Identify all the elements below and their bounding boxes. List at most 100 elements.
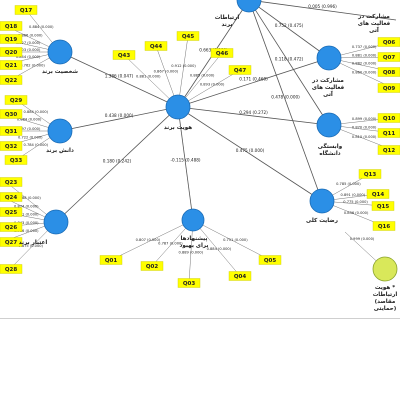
loading-line-q04	[192, 219, 241, 277]
indicator-q27	[0, 237, 23, 247]
indicator-q09	[377, 83, 400, 93]
loading-label: 0.803 (0.000)	[16, 48, 41, 52]
indicator-q10	[377, 113, 400, 123]
indicator-label-q22: Q22	[5, 78, 18, 84]
indicator-q30	[0, 109, 23, 119]
indicator-q07	[377, 52, 400, 62]
indicator-q44	[144, 41, 168, 51]
construct-label-participation: فعالیت های	[312, 85, 345, 91]
indicator-q02	[140, 261, 164, 271]
loading-label: 0.784 (0.000)	[24, 143, 49, 147]
indicator-label-q12: Q12	[383, 148, 396, 154]
path-communication-to-satisfaction	[248, 0, 323, 202]
loading-label: 0.870 (0.000)	[352, 125, 377, 129]
construct-label-satisfaction: رضایت کلی	[306, 217, 338, 224]
indicator-label-q02: Q02	[146, 264, 159, 270]
indicator-label-q19: Q19	[5, 37, 18, 43]
construct-credibility	[43, 209, 69, 235]
path-communication-to-communication_top_right	[248, 0, 397, 21]
construct-label-identity_moderator: حمایتی)	[374, 306, 397, 312]
indicator-q24	[0, 192, 23, 202]
loading-label: 0.836 (0.000)	[344, 211, 369, 215]
construct-label-attachment: دانشگاه	[319, 149, 340, 157]
path-knowledge-to-identity	[59, 106, 179, 132]
indicator-q33	[4, 155, 28, 165]
loading-label: 0.999 (0.000)	[350, 237, 375, 241]
indicator-label-q28: Q28	[5, 267, 18, 273]
loading-label: 0.810 (0.000)	[352, 135, 377, 139]
canvas-divider	[0, 318, 400, 319]
construct-identity	[165, 94, 191, 120]
construct-participation	[316, 45, 342, 71]
path-coefficient-label: 0.180 (0.242)	[103, 159, 132, 164]
indicator-q14	[366, 189, 390, 199]
path-identity-to-suggestions	[177, 106, 194, 221]
indicator-label-q46: Q46	[216, 51, 229, 57]
indicator-label-q31: Q31	[5, 129, 18, 135]
loading-label: 0.751 (0.000)	[223, 238, 248, 242]
indicator-label-q04: Q04	[234, 274, 247, 280]
loading-label: 0.775 (0.000)	[343, 200, 368, 204]
indicator-label-q25: Q25	[5, 210, 18, 216]
construct-label-identity_moderator: ارتباطات	[373, 292, 398, 298]
path-credibility-to-identity	[55, 106, 179, 223]
loading-label: 0.787 (0.000)	[158, 241, 183, 245]
indicator-q26	[0, 222, 23, 232]
construct-label-communication: ارتباطات	[215, 15, 240, 21]
construct-label-communication_top_right: مشارکت در	[357, 13, 390, 20]
path-identity-to-satisfaction	[177, 106, 323, 202]
path-coefficient-label: 0.005 (0.996)	[308, 4, 337, 9]
loading-label: 0.884 (0.000)	[24, 110, 49, 114]
indicator-q25	[0, 207, 23, 217]
indicator-label-q13: Q13	[364, 172, 377, 178]
path-coefficient-label: 0.171 (0.460)	[239, 77, 268, 82]
indicator-q11	[377, 128, 400, 138]
indicator-q01	[99, 255, 123, 265]
construct-label-identity_moderator: هویت *	[375, 285, 395, 291]
indicator-label-q26: Q26	[5, 225, 18, 231]
indicator-label-q44: Q44	[150, 44, 163, 50]
construct-label-suggestions: برای بهبود	[179, 243, 208, 249]
indicator-label-q14: Q14	[372, 192, 385, 198]
indicator-label-q30: Q30	[5, 112, 18, 118]
indicator-label-q27: Q27	[5, 240, 18, 246]
loading-label: 0.762 (0.000)	[20, 63, 45, 67]
indicator-label-q24: Q24	[5, 195, 18, 201]
loading-label: 0.881 (0.000)	[352, 53, 377, 57]
loading-label: 0.884 (0.000)	[17, 118, 42, 122]
construct-label-personality: شخصیت برند	[42, 69, 79, 75]
indicator-label-q05: Q05	[264, 258, 277, 264]
indicator-q12	[377, 145, 400, 155]
construct-label-knowledge: دانش برند	[46, 148, 74, 154]
indicator-q15	[371, 201, 395, 211]
indicator-q32	[0, 141, 23, 151]
path-identity-to-participation	[177, 57, 330, 108]
indicator-q05	[258, 255, 282, 265]
indicator-q20	[0, 47, 23, 57]
indicator-label-q10: Q10	[383, 116, 396, 122]
indicator-label-q43: Q43	[118, 53, 131, 59]
construct-knowledge	[47, 118, 73, 144]
indicator-label-q07: Q07	[383, 55, 396, 61]
construct-suggestions	[181, 208, 205, 232]
indicator-label-q08: Q08	[383, 70, 396, 76]
indicator-q03	[177, 278, 201, 288]
path-coefficient-label: 0.438 (0.000)	[105, 113, 134, 118]
indicator-label-q15: Q15	[377, 204, 390, 210]
construct-label-credibility: اعتبار برند	[19, 240, 48, 246]
indicator-q46	[210, 48, 234, 58]
indicator-q13	[358, 169, 382, 179]
indicator-label-q21: Q21	[5, 63, 18, 69]
loading-label: 0.884 (0.000)	[29, 25, 54, 29]
indicator-label-q03: Q03	[183, 281, 196, 287]
loading-label: 0.867 (0.000)	[154, 69, 179, 73]
construct-label-identity: هویت برند	[164, 125, 192, 131]
indicator-label-q20: Q20	[5, 50, 18, 56]
loading-label: 0.875 (0.000)	[18, 244, 43, 248]
loading-label: 0.722 (0.000)	[18, 135, 43, 139]
indicator-q08	[377, 67, 400, 77]
construct-label-participation: مشارکت در	[311, 77, 344, 84]
path-coefficient-label: 0.294 (0.272)	[239, 110, 268, 115]
path-communication-to-participation	[248, 0, 330, 59]
construct-label-suggestions: پیشنهادها	[180, 236, 207, 242]
